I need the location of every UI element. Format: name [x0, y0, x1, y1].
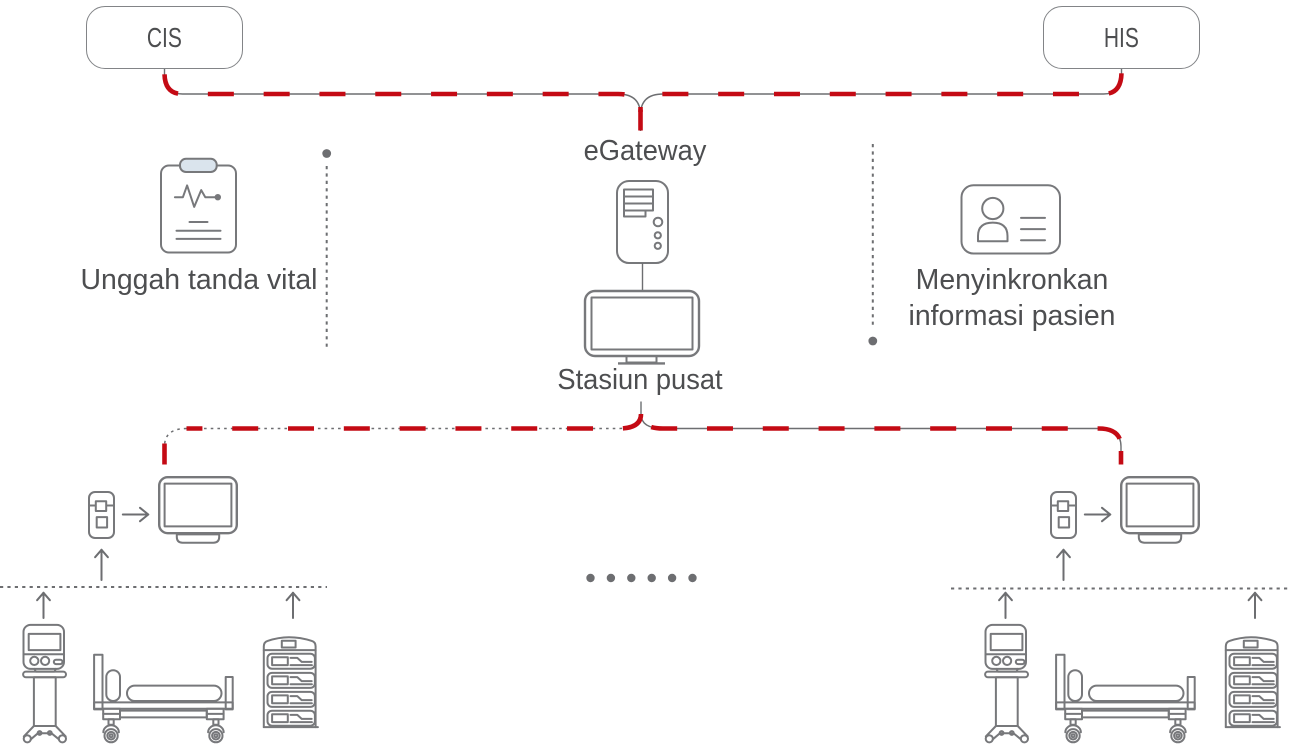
transmitter-uplink-arrow-right	[1056, 548, 1071, 581]
his-gateway-line	[639, 68, 1123, 116]
hospital-bed-icon-right	[1055, 653, 1196, 744]
sync-patient-info-label: Menyinkronkan informasi pasien	[865, 263, 1159, 334]
ventilator-icon-left	[22, 623, 68, 744]
bedside-network-link	[162, 401, 1124, 465]
bedside-monitor-icon-left	[157, 476, 238, 544]
cis-node: CIS	[86, 6, 243, 69]
upload-flow-endpoint-dot	[322, 149, 332, 158]
right-branch-red-dashes	[638, 413, 1124, 447]
central-station-label: Stasiun pusat	[557, 364, 723, 396]
top-network-link	[162, 68, 1124, 131]
sync-flow-endpoint-dot	[868, 336, 878, 346]
vital-signs-clipboard-icon	[160, 157, 237, 254]
left-branch-dotted-line	[163, 413, 642, 462]
bedside-cluster-right	[951, 476, 1290, 744]
egateway-label: eGateway	[583, 135, 707, 167]
ventilator-uplink-arrow-left	[36, 591, 51, 619]
his-label: HIS	[1103, 21, 1140, 53]
transmitter-uplink-arrow-left	[94, 548, 109, 581]
pump-uplink-arrow-right	[1247, 591, 1263, 619]
pump-uplink-arrow-left	[285, 591, 301, 619]
cis-gateway-red-dashes	[162, 72, 643, 113]
his-node: HIS	[1043, 6, 1200, 69]
ventilator-icon-right	[984, 623, 1029, 744]
bedside-monitor-icon-right	[1119, 476, 1201, 544]
infusion-pump-rack-icon-right	[1226, 637, 1280, 727]
upload-vitals-label: Unggah tanda vital	[80, 264, 318, 296]
more-beds-ellipsis	[586, 573, 697, 583]
sync-patient-info-line2: informasi pasien	[908, 299, 1116, 332]
upload-flow-line	[322, 149, 332, 351]
cis-label: CIS	[146, 21, 183, 53]
hospital-bed-icon-left	[93, 653, 234, 744]
transmitter-to-monitor-arrow-left	[121, 506, 150, 523]
sync-patient-info-line1: Menyinkronkan	[915, 264, 1109, 296]
sync-flow-line	[868, 144, 878, 346]
ventilator-uplink-arrow-right	[998, 591, 1013, 619]
bedside-cluster-left	[0, 476, 327, 744]
telemetry-transmitter-icon-left	[88, 491, 115, 539]
his-gateway-red-dashes	[638, 71, 1124, 113]
right-branch-line	[640, 413, 1122, 462]
server-tower-icon	[616, 180, 669, 264]
infusion-pump-rack-icon-left	[264, 637, 318, 727]
transmitter-to-monitor-arrow-right	[1083, 506, 1112, 523]
left-branch-red-dashes	[186, 413, 644, 431]
central-station-monitor-icon	[583, 289, 701, 365]
patient-id-card-icon	[960, 184, 1061, 255]
cis-gateway-line	[163, 69, 642, 131]
telemetry-transmitter-icon-right	[1050, 491, 1077, 539]
